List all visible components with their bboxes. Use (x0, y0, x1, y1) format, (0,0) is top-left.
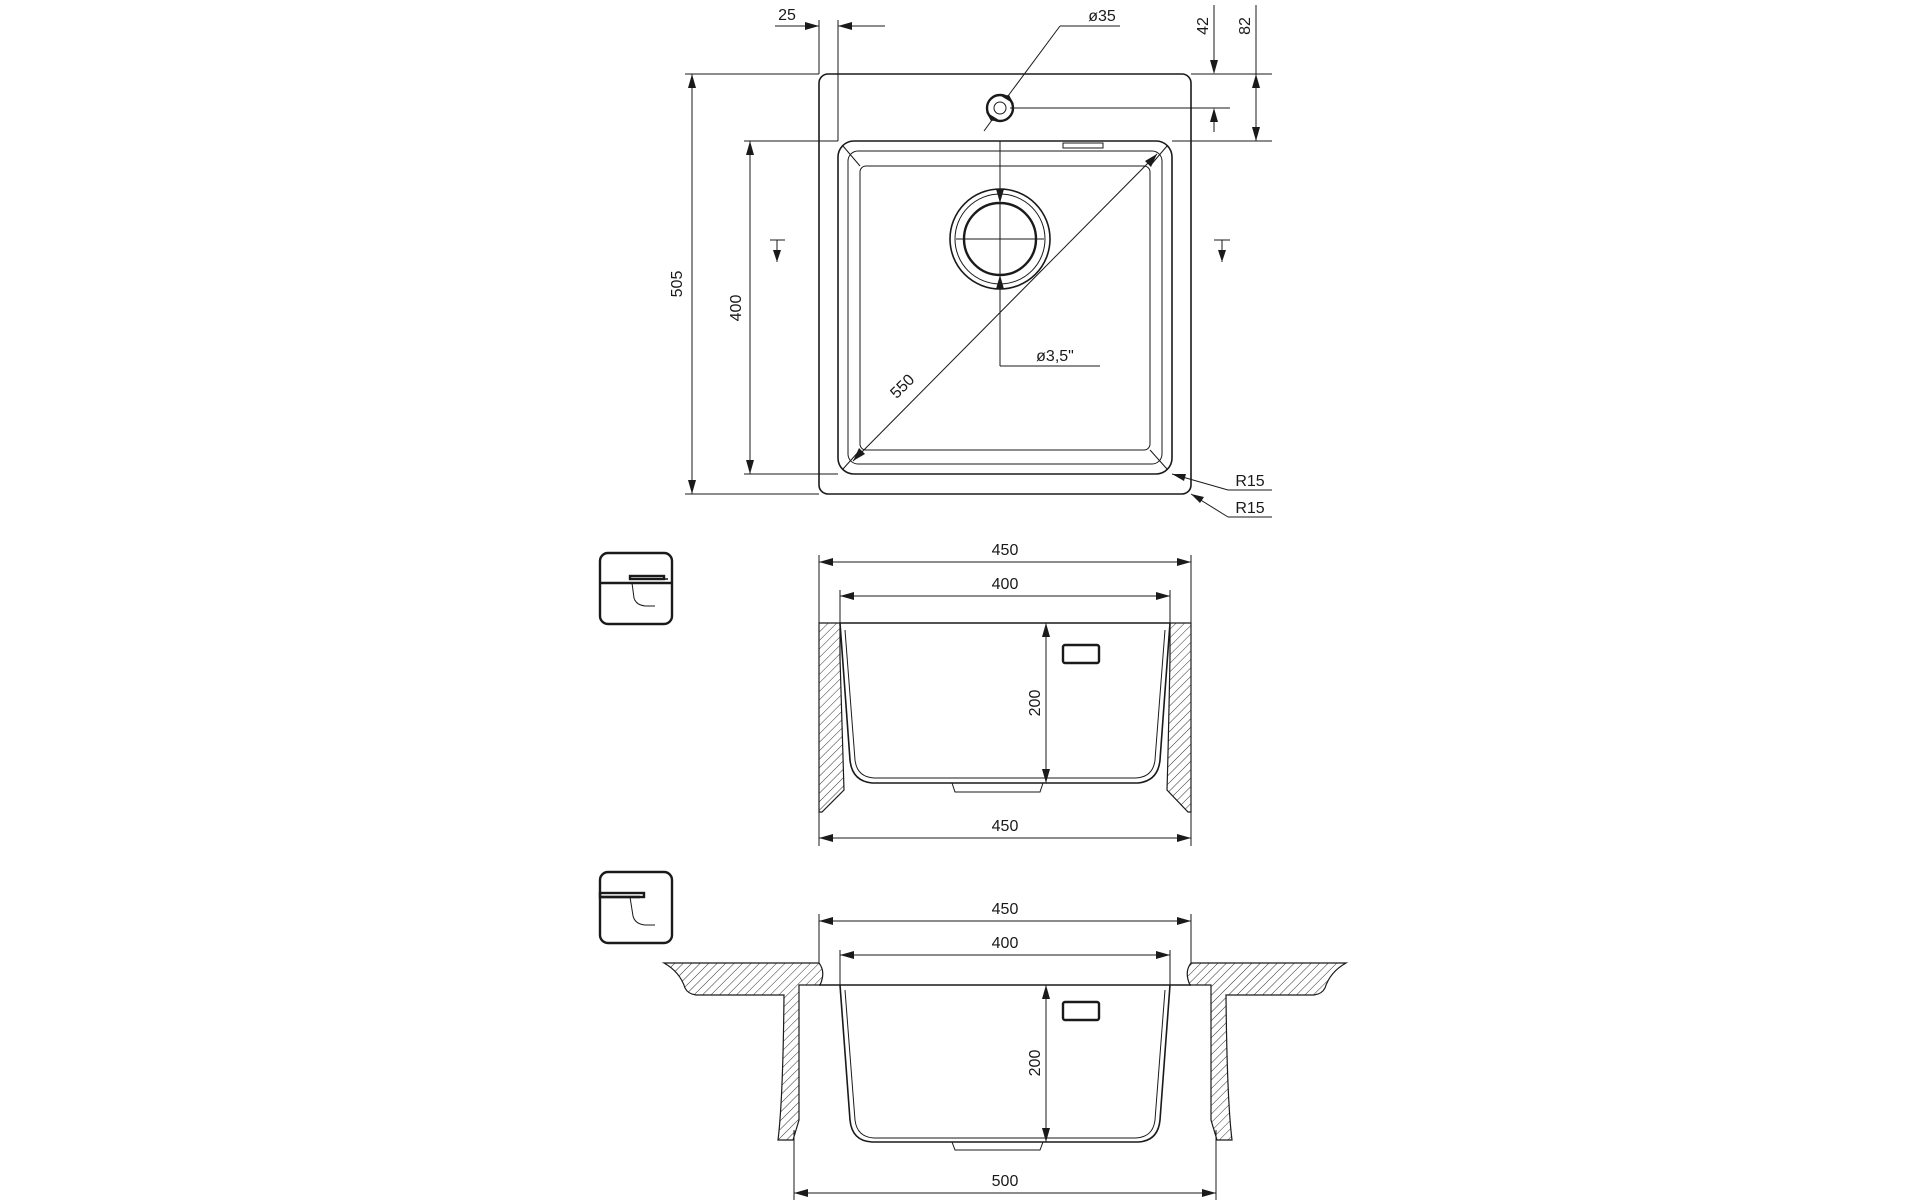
dim-label-400-vertical: 400 (728, 295, 745, 322)
overflow-slot-side (1061, 643, 1101, 665)
dim-label-450-top-mount: 450 (992, 901, 1019, 918)
dim-500 (793, 1130, 1217, 1200)
top-mount-icon (598, 870, 674, 945)
dim-505 (685, 73, 819, 495)
bowl-bottom (859, 165, 1151, 451)
flush-mount-icon (598, 551, 674, 626)
flush-mount-view: 450 400 200 450 (818, 542, 1192, 846)
dim-label-drain: ø3,5" (1036, 348, 1074, 365)
dim-400-vertical (744, 140, 838, 475)
dim-label-450-top: 450 (992, 542, 1019, 559)
dim-label-42: 42 (1195, 17, 1212, 35)
dim-label-200: 200 (1027, 690, 1044, 717)
dim-400 (839, 590, 1171, 623)
dim-tap-hole-leader (983, 25, 1120, 132)
dim-450-bottom (818, 812, 1192, 846)
overflow-slot-side-top-mount (1061, 1000, 1101, 1022)
countertop-right (1186, 962, 1349, 1141)
dim-450-top (818, 555, 1192, 623)
overflow-slot (1062, 142, 1104, 149)
bowl-corner-bevels (842, 145, 1168, 470)
top-mount-view: 450 400 200 500 (661, 901, 1349, 1200)
dim-label-tap-hole: ø35 (1088, 8, 1116, 25)
dim-450-top-mount (818, 914, 1192, 963)
sink-outer-outline (818, 73, 1192, 495)
dim-label-82: 82 (1237, 17, 1254, 35)
dim-42 (1010, 5, 1230, 132)
dim-550-diagonal (852, 153, 1158, 462)
top-view: 505 400 25 ø35 (669, 5, 1272, 518)
dim-label-400-top-mount: 400 (992, 935, 1019, 952)
dim-label-450-bottom: 450 (992, 818, 1019, 835)
dim-label-200-top-mount: 200 (1027, 1050, 1044, 1077)
dim-label-505: 505 (669, 271, 686, 298)
dim-400-top-mount (839, 950, 1171, 985)
dim-label-500: 500 (992, 1173, 1019, 1190)
counter-left-section (818, 622, 845, 813)
dim-label-400: 400 (992, 576, 1019, 593)
dim-drain (999, 141, 1100, 367)
dim-label-r15-inner: R15 (1235, 473, 1264, 490)
counter-right-section (1166, 622, 1192, 813)
dim-label-550: 550 (887, 371, 918, 402)
dim-label-25: 25 (778, 7, 796, 24)
dim-label-r15-outer: R15 (1235, 500, 1264, 517)
countertop-left (661, 962, 824, 1141)
dim-82 (1172, 5, 1272, 142)
bowl-rim-outer (837, 140, 1173, 475)
dim-25 (775, 20, 885, 141)
